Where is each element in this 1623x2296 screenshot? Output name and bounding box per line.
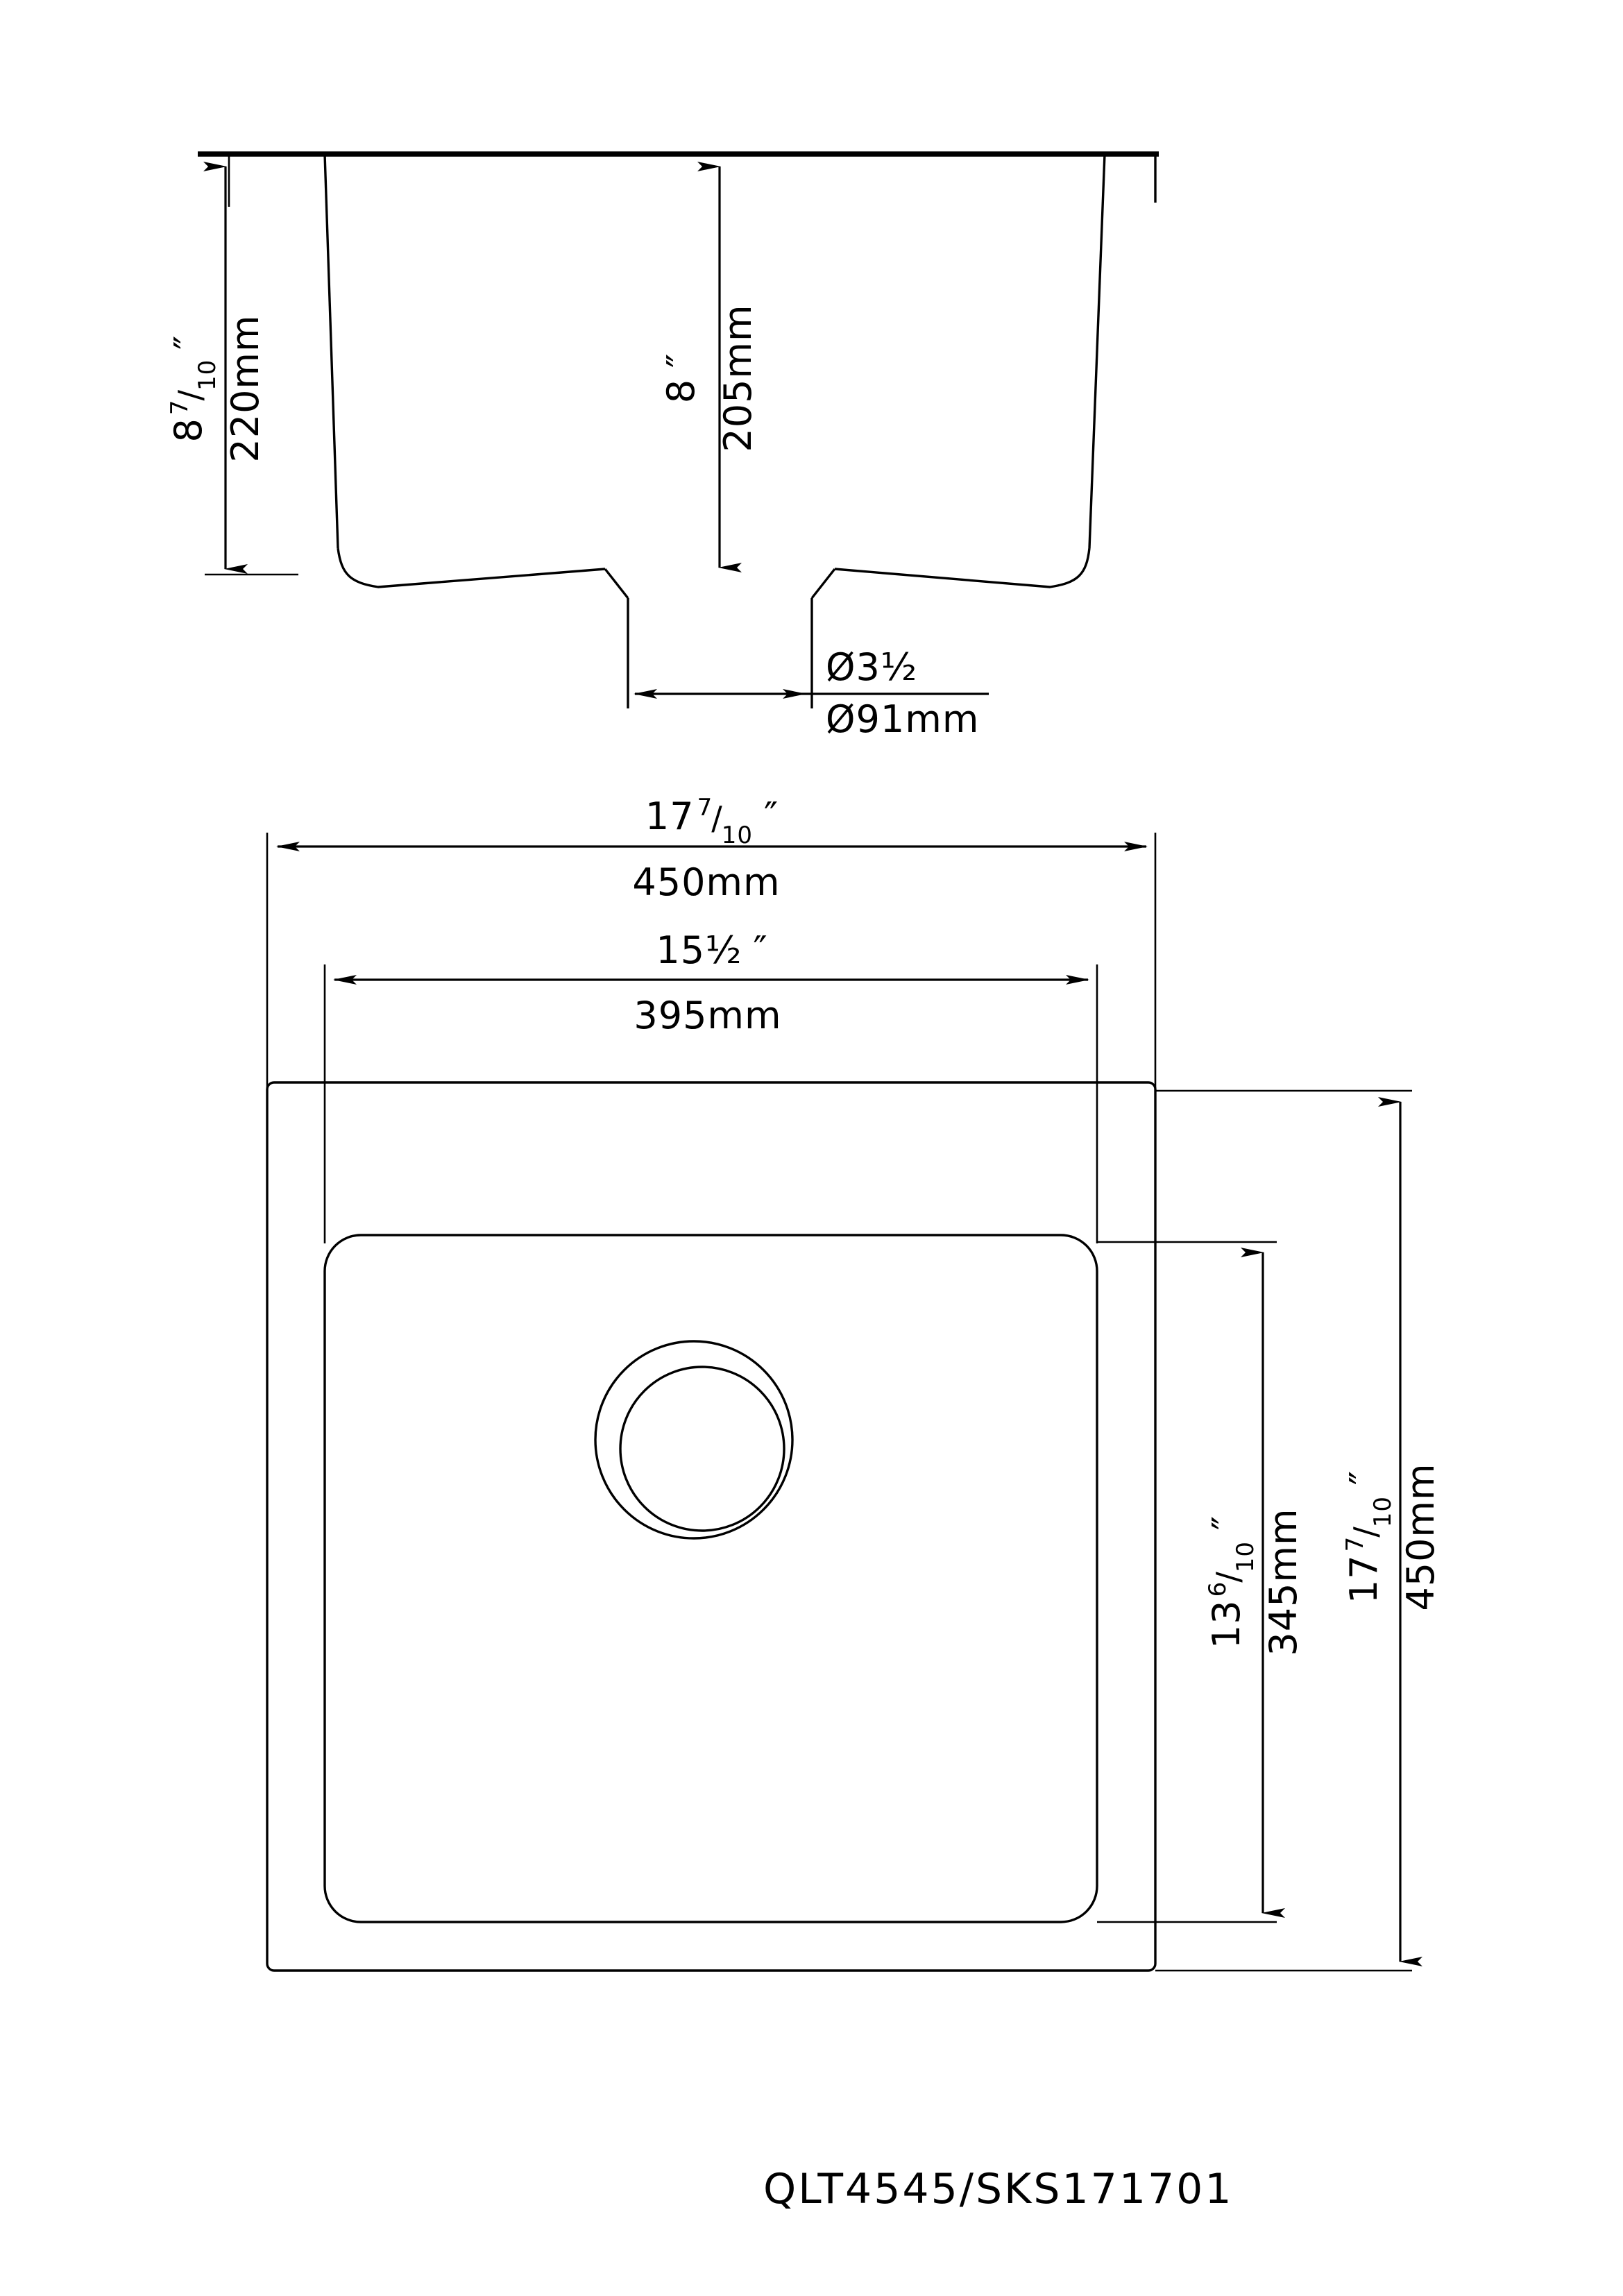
label-elev-overall-den: 10: [194, 359, 221, 391]
dim-label-overall-width-metric: 450mm: [632, 860, 780, 904]
elevation-left-wall: [323, 153, 339, 549]
label-plan-od-quote: ″: [1342, 1470, 1386, 1485]
elevation-drain-shoulder-left: [604, 568, 629, 599]
dim-label-overall-depth-plan-imperial: 177/10″: [1341, 1470, 1397, 1604]
label-elev-bowl-quote: ″: [659, 353, 703, 368]
svg-text:136/10″: 136/10″: [1204, 1515, 1259, 1649]
label-plan-bd-mm: 345mm: [1261, 1508, 1305, 1656]
svg-text:8″: 8″: [659, 353, 703, 404]
label-drain-diameter-imperial: Ø3½: [826, 645, 917, 689]
label-plan-od-int: 17: [1342, 1554, 1386, 1604]
label-plan-bd-quote: ″: [1205, 1515, 1248, 1530]
label-plan-bw-int: 15½: [656, 928, 742, 972]
label-plan-od-mm: 450mm: [1399, 1463, 1443, 1610]
dim-label-bowl-depth-plan-metric: 345mm: [1261, 1508, 1305, 1656]
label-plan-od-den: 10: [1369, 1496, 1397, 1527]
label-elev-overall-num: 7: [166, 399, 194, 415]
label-plan-w-quote: ″: [764, 794, 779, 838]
dim-label-bowl-width-imperial: 15½″: [656, 928, 767, 972]
dim-label-bowl-depth-metric: 205mm: [716, 304, 760, 452]
label-plan-w-num: 7: [697, 794, 713, 822]
label-plan-w-den: 10: [722, 822, 753, 849]
dim-label-overall-depth-imperial: 87/10″: [166, 335, 221, 443]
label-elev-bowl-int: 8: [659, 379, 703, 403]
dim-label-overall-depth-plan-metric: 450mm: [1399, 1463, 1443, 1610]
label-plan-bd-int: 13: [1205, 1599, 1248, 1649]
plan-drain-inner-circle: [619, 1366, 785, 1532]
label-elev-overall-int: 8: [167, 418, 210, 442]
label-plan-bd-den: 10: [1232, 1541, 1259, 1572]
label-drain-diameter-metric: Ø91mm: [826, 697, 979, 741]
dim-label-overall-depth-metric: 220mm: [223, 314, 267, 462]
dim-label-bowl-width-metric: 395mm: [634, 994, 781, 1037]
model-number-label: QLT4545/SKS171701: [763, 2165, 1234, 2213]
elevation-bottom-left: [337, 547, 606, 588]
label-elev-overall-quote: ″: [167, 335, 210, 350]
plan-drain-outer-circle: [594, 1340, 794, 1540]
plan-outer-rim-rect: [266, 1081, 1157, 1972]
label-plan-bw-quote: ″: [753, 928, 767, 972]
elevation-right-wall: [1088, 153, 1106, 549]
plan-bowl-rect: [323, 1234, 1098, 1923]
label-elev-overall-mm: 220mm: [223, 314, 267, 462]
label-plan-bd-num: 6: [1204, 1581, 1232, 1597]
elevation-bottom-right: [834, 547, 1091, 588]
label-plan-w-int: 17: [645, 794, 695, 838]
svg-text:87/10″: 87/10″: [166, 335, 221, 443]
dim-label-bowl-depth-plan-imperial: 136/10″: [1204, 1515, 1259, 1649]
dim-label-bowl-depth-imperial: 8″: [659, 353, 703, 404]
label-elev-bowl-mm: 205mm: [716, 304, 760, 452]
label-plan-od-num: 7: [1341, 1536, 1369, 1552]
svg-text:177/10″: 177/10″: [1341, 1470, 1397, 1604]
elevation-view: 87/10″ 220mm 8″ 205mm Ø3½ Ø91mm: [166, 151, 1159, 741]
elevation-drain-shoulder-right: [810, 568, 836, 599]
